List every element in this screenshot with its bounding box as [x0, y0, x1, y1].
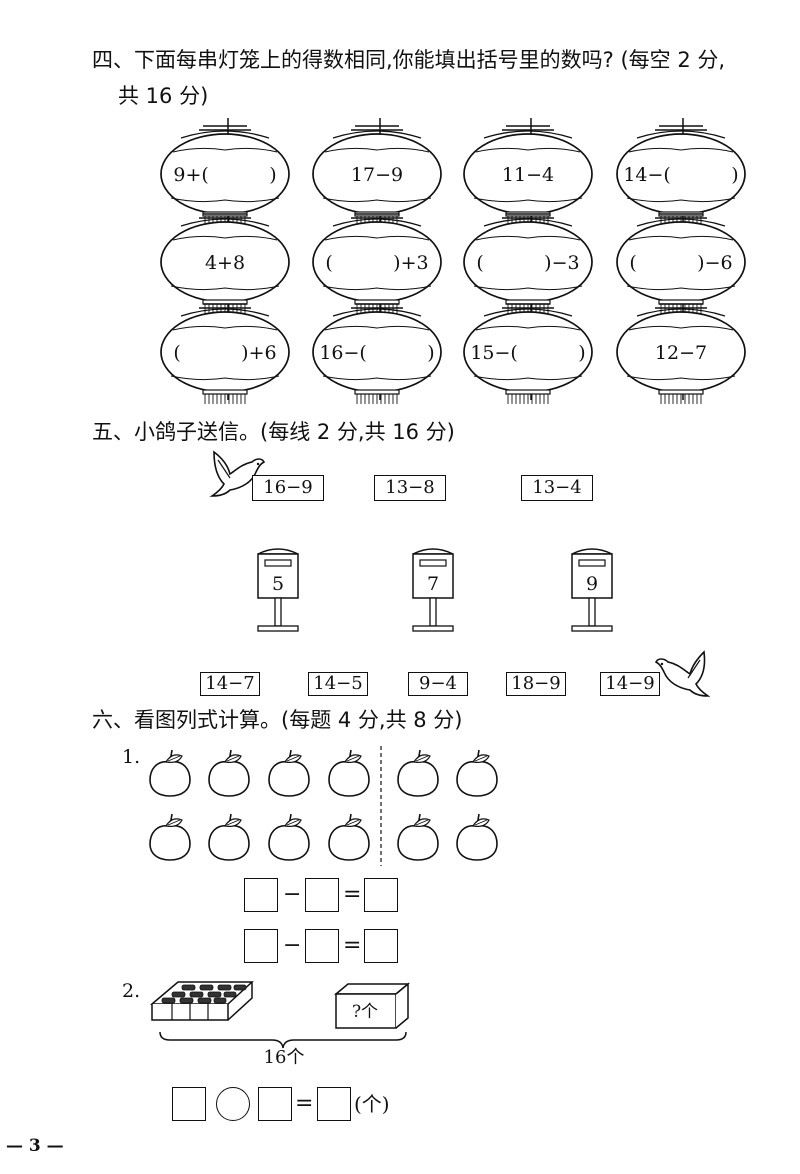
mailbox-number: 7 [426, 573, 440, 595]
letter-card[interactable]: 9−4 [408, 672, 468, 696]
divider-dashed [380, 746, 382, 866]
fruit-icon [327, 812, 371, 862]
answer-box[interactable] [364, 878, 398, 912]
lantern-expression[interactable]: ( )+6 [173, 342, 277, 364]
question-2-label: 2. [122, 980, 141, 1002]
minus-sign: − [283, 882, 302, 907]
letter-card[interactable]: 14−7 [200, 672, 260, 696]
fruit-icon [267, 812, 311, 862]
lantern-expression[interactable]: 17−9 [350, 164, 404, 186]
answer-box[interactable] [317, 1087, 351, 1121]
lantern-expression[interactable]: 15−( ) [470, 342, 586, 364]
section4-title-line1: 四、下面每串灯笼上的得数相同,你能填出括号里的数吗? (每空 2 分, [92, 48, 726, 72]
answer-box[interactable] [244, 929, 278, 963]
mailbox-number: 9 [585, 573, 599, 595]
lantern-expression[interactable]: 14−( ) [623, 164, 739, 186]
lantern: 12−7 [615, 300, 747, 406]
fruit-icon [455, 748, 499, 798]
lantern: 4+8 [159, 210, 291, 316]
answer-box[interactable] [244, 878, 278, 912]
answer-box[interactable] [172, 1087, 206, 1121]
unit-label: (个) [354, 1092, 390, 1116]
mailbox[interactable]: 9 [570, 544, 614, 634]
mailbox-number: 5 [271, 573, 285, 595]
lantern-expression[interactable]: 9+( ) [173, 164, 277, 186]
mailbox[interactable]: 5 [256, 544, 300, 634]
brace [159, 1031, 407, 1049]
operator-circle[interactable] [216, 1087, 250, 1121]
letter-card[interactable]: 13−8 [374, 475, 446, 501]
lantern-expression[interactable]: ( )+3 [325, 252, 429, 274]
equals-sign: = [343, 933, 362, 958]
dove-icon [654, 650, 710, 697]
letter-card[interactable]: 14−5 [308, 672, 368, 696]
lantern-expression[interactable]: 11−4 [501, 164, 555, 186]
answer-box[interactable] [364, 929, 398, 963]
minus-sign: − [283, 933, 302, 958]
fruit-icon [207, 812, 251, 862]
lantern: ( )+3 [311, 210, 443, 316]
fruit-icon [396, 748, 440, 798]
fruit-icon [267, 748, 311, 798]
question-1-label: 1. [122, 746, 141, 768]
egg-tray-icon [149, 981, 254, 1021]
lantern: 14−( ) [615, 122, 747, 228]
page-number: — 3 — [6, 1136, 64, 1156]
lantern-expression[interactable]: ( )−3 [476, 252, 580, 274]
lantern: 15−( ) [462, 300, 594, 406]
answer-box[interactable] [305, 878, 339, 912]
letter-card[interactable]: 16−9 [252, 475, 324, 501]
answer-box[interactable] [305, 929, 339, 963]
lantern-expression[interactable]: ( )−6 [629, 252, 733, 274]
box-label: ?个 [351, 1002, 379, 1022]
letter-card[interactable]: 18−9 [506, 672, 566, 696]
section5-title: 五、小鸽子送信。(每线 2 分,共 16 分) [92, 420, 455, 444]
fruit-icon [148, 748, 192, 798]
box-icon [334, 982, 410, 1029]
fruit-icon [396, 812, 440, 862]
lantern-expression[interactable]: 16−( ) [319, 342, 435, 364]
equals-sign: = [343, 882, 362, 907]
lantern: 11−4 [462, 122, 594, 228]
mailbox[interactable]: 7 [411, 544, 455, 634]
section6-title: 六、看图列式计算。(每题 4 分,共 8 分) [92, 708, 463, 732]
fruit-icon [327, 748, 371, 798]
fruit-icon [148, 812, 192, 862]
lantern: 16−( ) [311, 300, 443, 406]
fruit-icon [207, 748, 251, 798]
lantern: ( )−3 [462, 210, 594, 316]
equals-sign: = [295, 1091, 314, 1116]
answer-box[interactable] [258, 1087, 292, 1121]
dove-icon [209, 450, 266, 497]
lantern: ( )+6 [159, 300, 291, 406]
brace-label: 16个 [263, 1047, 305, 1068]
lantern-expression[interactable]: 12−7 [654, 342, 708, 364]
letter-card[interactable]: 14−9 [600, 672, 660, 696]
lantern-expression[interactable]: 4+8 [204, 252, 246, 274]
fruit-icon [455, 812, 499, 862]
section4-title-line2: 共 16 分) [118, 84, 209, 108]
letter-card[interactable]: 13−4 [521, 475, 593, 501]
